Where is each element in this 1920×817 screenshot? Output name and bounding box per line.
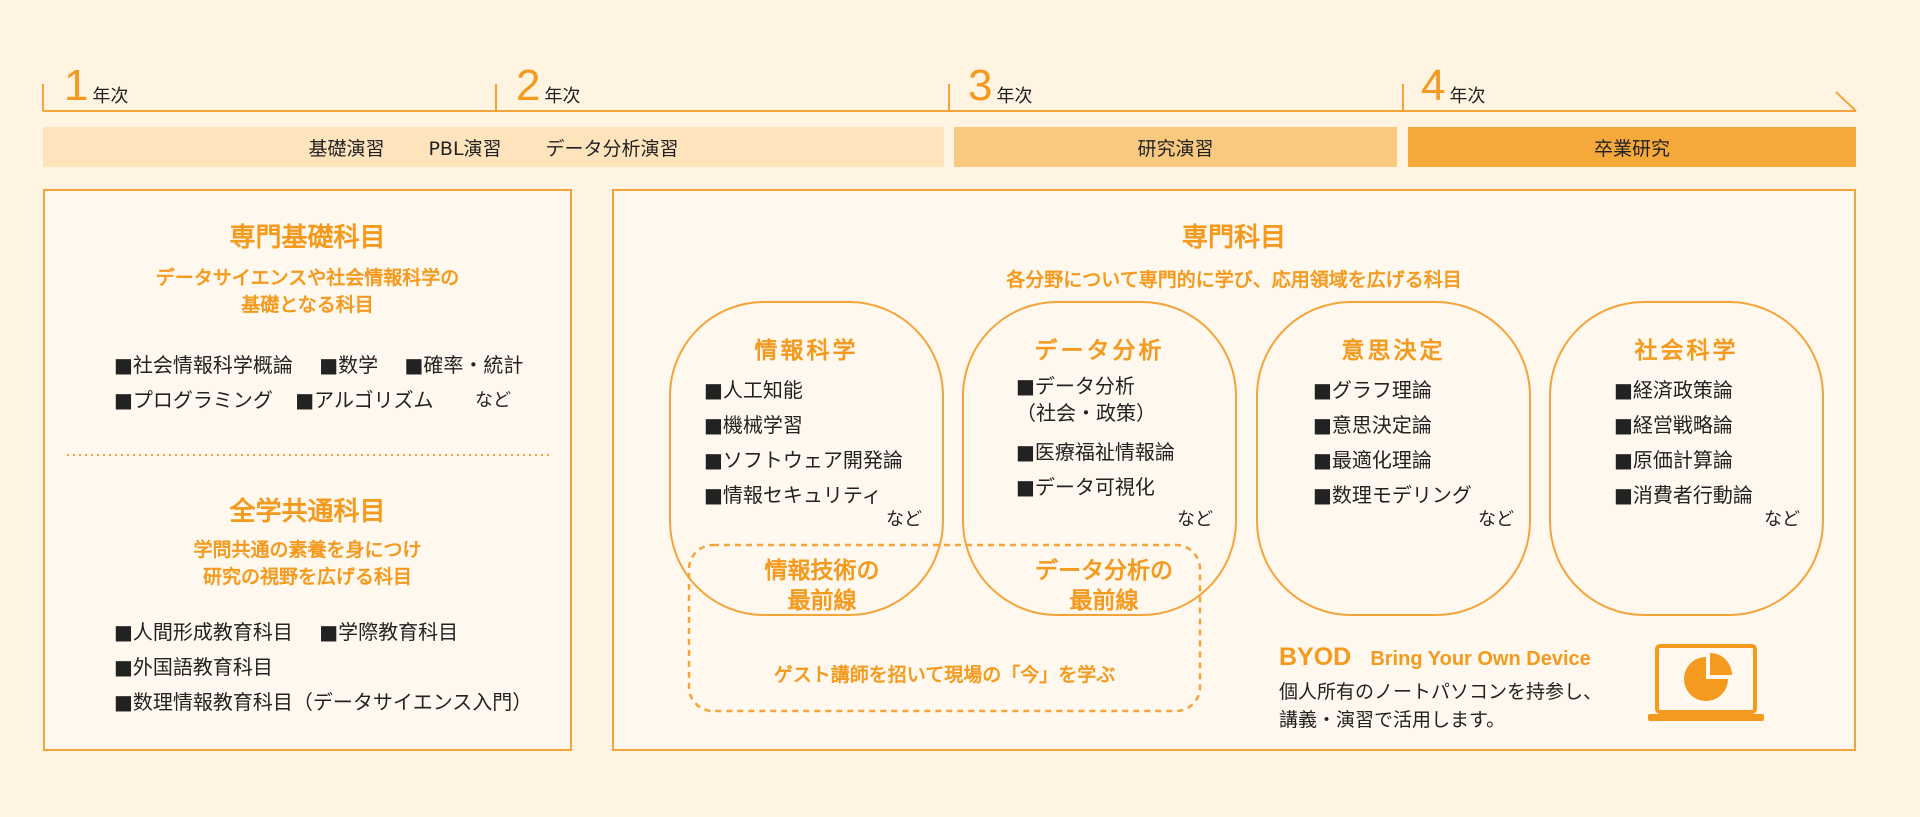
band-label-data-analysis-practice: データ分析演習	[545, 137, 679, 160]
basic-subjects-row2: ■プログラミング ■アルゴリズム	[114, 384, 434, 413]
specialized-subjects-subtitle: 各分野について専門的に学び、応用領域を広げる科目	[1006, 269, 1462, 291]
field-items: ■グラフ理論 ■意思決定論 ■最適化理論 ■数理モデリング	[1313, 378, 1472, 507]
list-item: ■社会情報科学概論	[114, 353, 293, 377]
field-items: ■経済政策論 ■経営戦略論 ■原価計算論 ■消費者行動論	[1614, 378, 1753, 507]
byod-heading: BYOD Bring Your Own Device	[1279, 643, 1591, 672]
specialized-subjects-box: 専門科目 各分野について専門的に学び、応用領域を広げる科目 情報科学 ■人工知能…	[612, 189, 1856, 751]
specialized-subjects-title: 専門科目	[1181, 223, 1286, 253]
list-item: ■学際教育科目	[319, 620, 459, 644]
field-decision-making: 意思決定 ■グラフ理論 ■意思決定論 ■最適化理論 ■数理モデリング など	[1256, 301, 1531, 616]
byod-description: 個人所有のノートパソコンを持参し、 講義・演習で活用します。	[1279, 681, 1603, 731]
common-subjects-title: 全学共通科目	[229, 497, 386, 527]
year-3: 3 年次	[968, 61, 1033, 110]
list-item: ■プログラミング	[114, 388, 273, 412]
band-label-pbl: PBL演習	[428, 137, 502, 160]
band-years-1-2: 基礎演習 PBL演習 データ分析演習	[43, 127, 944, 167]
band-year-3: 研究演習	[954, 127, 1397, 167]
field-items: ■データ分析 （社会・政策） ■医療福祉情報論 ■データ可視化	[1016, 374, 1175, 499]
field-data-analysis: データ分析 ■データ分析 （社会・政策） ■医療福祉情報論 ■データ可視化 など	[962, 301, 1237, 616]
common-subjects-row1: ■人間形成教育科目 ■学際教育科目	[114, 616, 458, 645]
dotted-divider	[67, 454, 551, 456]
frontier-dashed-box	[687, 543, 1202, 713]
field-items: ■人工知能 ■機械学習 ■ソフトウェア開発論 ■情報セキュリティ	[704, 378, 903, 507]
guest-lecturer-text: ゲスト講師を招いて現場の「今」を学ぶ	[773, 664, 1116, 686]
basic-subjects-title: 専門基礎科目	[229, 223, 386, 253]
basic-subjects-subtitle: データサイエンスや社会情報科学の 基礎となる科目	[155, 267, 460, 316]
frontier-data-analysis: データ分析の 最前線	[1035, 558, 1173, 614]
band-year-4: 卒業研究	[1408, 127, 1856, 167]
timeline-axis	[42, 84, 1857, 112]
year-4: 4 年次	[1421, 61, 1486, 110]
list-item: ■数理情報教育科目（データサイエンス入門）	[114, 690, 533, 714]
field-social-science: 社会科学 ■経済政策論 ■経営戦略論 ■原価計算論 ■消費者行動論 など	[1549, 301, 1824, 616]
byod-full: Bring Your Own Device	[1370, 648, 1591, 670]
list-item: ■外国語教育科目	[114, 655, 273, 679]
common-subjects-subtitle: 学問共通の素養を身につけ 研究の視野を広げる科目	[193, 539, 422, 588]
field-information-science: 情報科学 ■人工知能 ■機械学習 ■ソフトウェア開発論 ■情報セキュリティ など	[669, 301, 944, 616]
list-item: ■人間形成教育科目	[114, 620, 293, 644]
frontier-information-technology: 情報技術の 最前線	[764, 558, 880, 614]
band-label-basic-practice: 基礎演習	[308, 137, 385, 160]
etc-label: など	[475, 390, 511, 411]
left-subjects-box: 専門基礎科目 データサイエンスや社会情報科学の 基礎となる科目 ■社会情報科学概…	[43, 189, 572, 751]
list-item: ■数学	[319, 353, 379, 377]
year-2: 2 年次	[516, 61, 581, 110]
byod-abbr: BYOD	[1279, 643, 1352, 671]
list-item: ■確率・統計	[404, 353, 524, 377]
basic-subjects-row1: ■社会情報科学概論 ■数学 ■確率・統計	[114, 349, 523, 378]
laptop-chart-icon	[1648, 644, 1764, 721]
band-label-research-practice: 研究演習	[1137, 137, 1214, 160]
timeline: 1 年次 2 年次 3 年次 4 年次	[0, 0, 1920, 120]
list-item: ■アルゴリズム	[295, 388, 434, 412]
year-1: 1 年次	[64, 61, 129, 110]
band-label-graduation-research: 卒業研究	[1593, 137, 1670, 160]
